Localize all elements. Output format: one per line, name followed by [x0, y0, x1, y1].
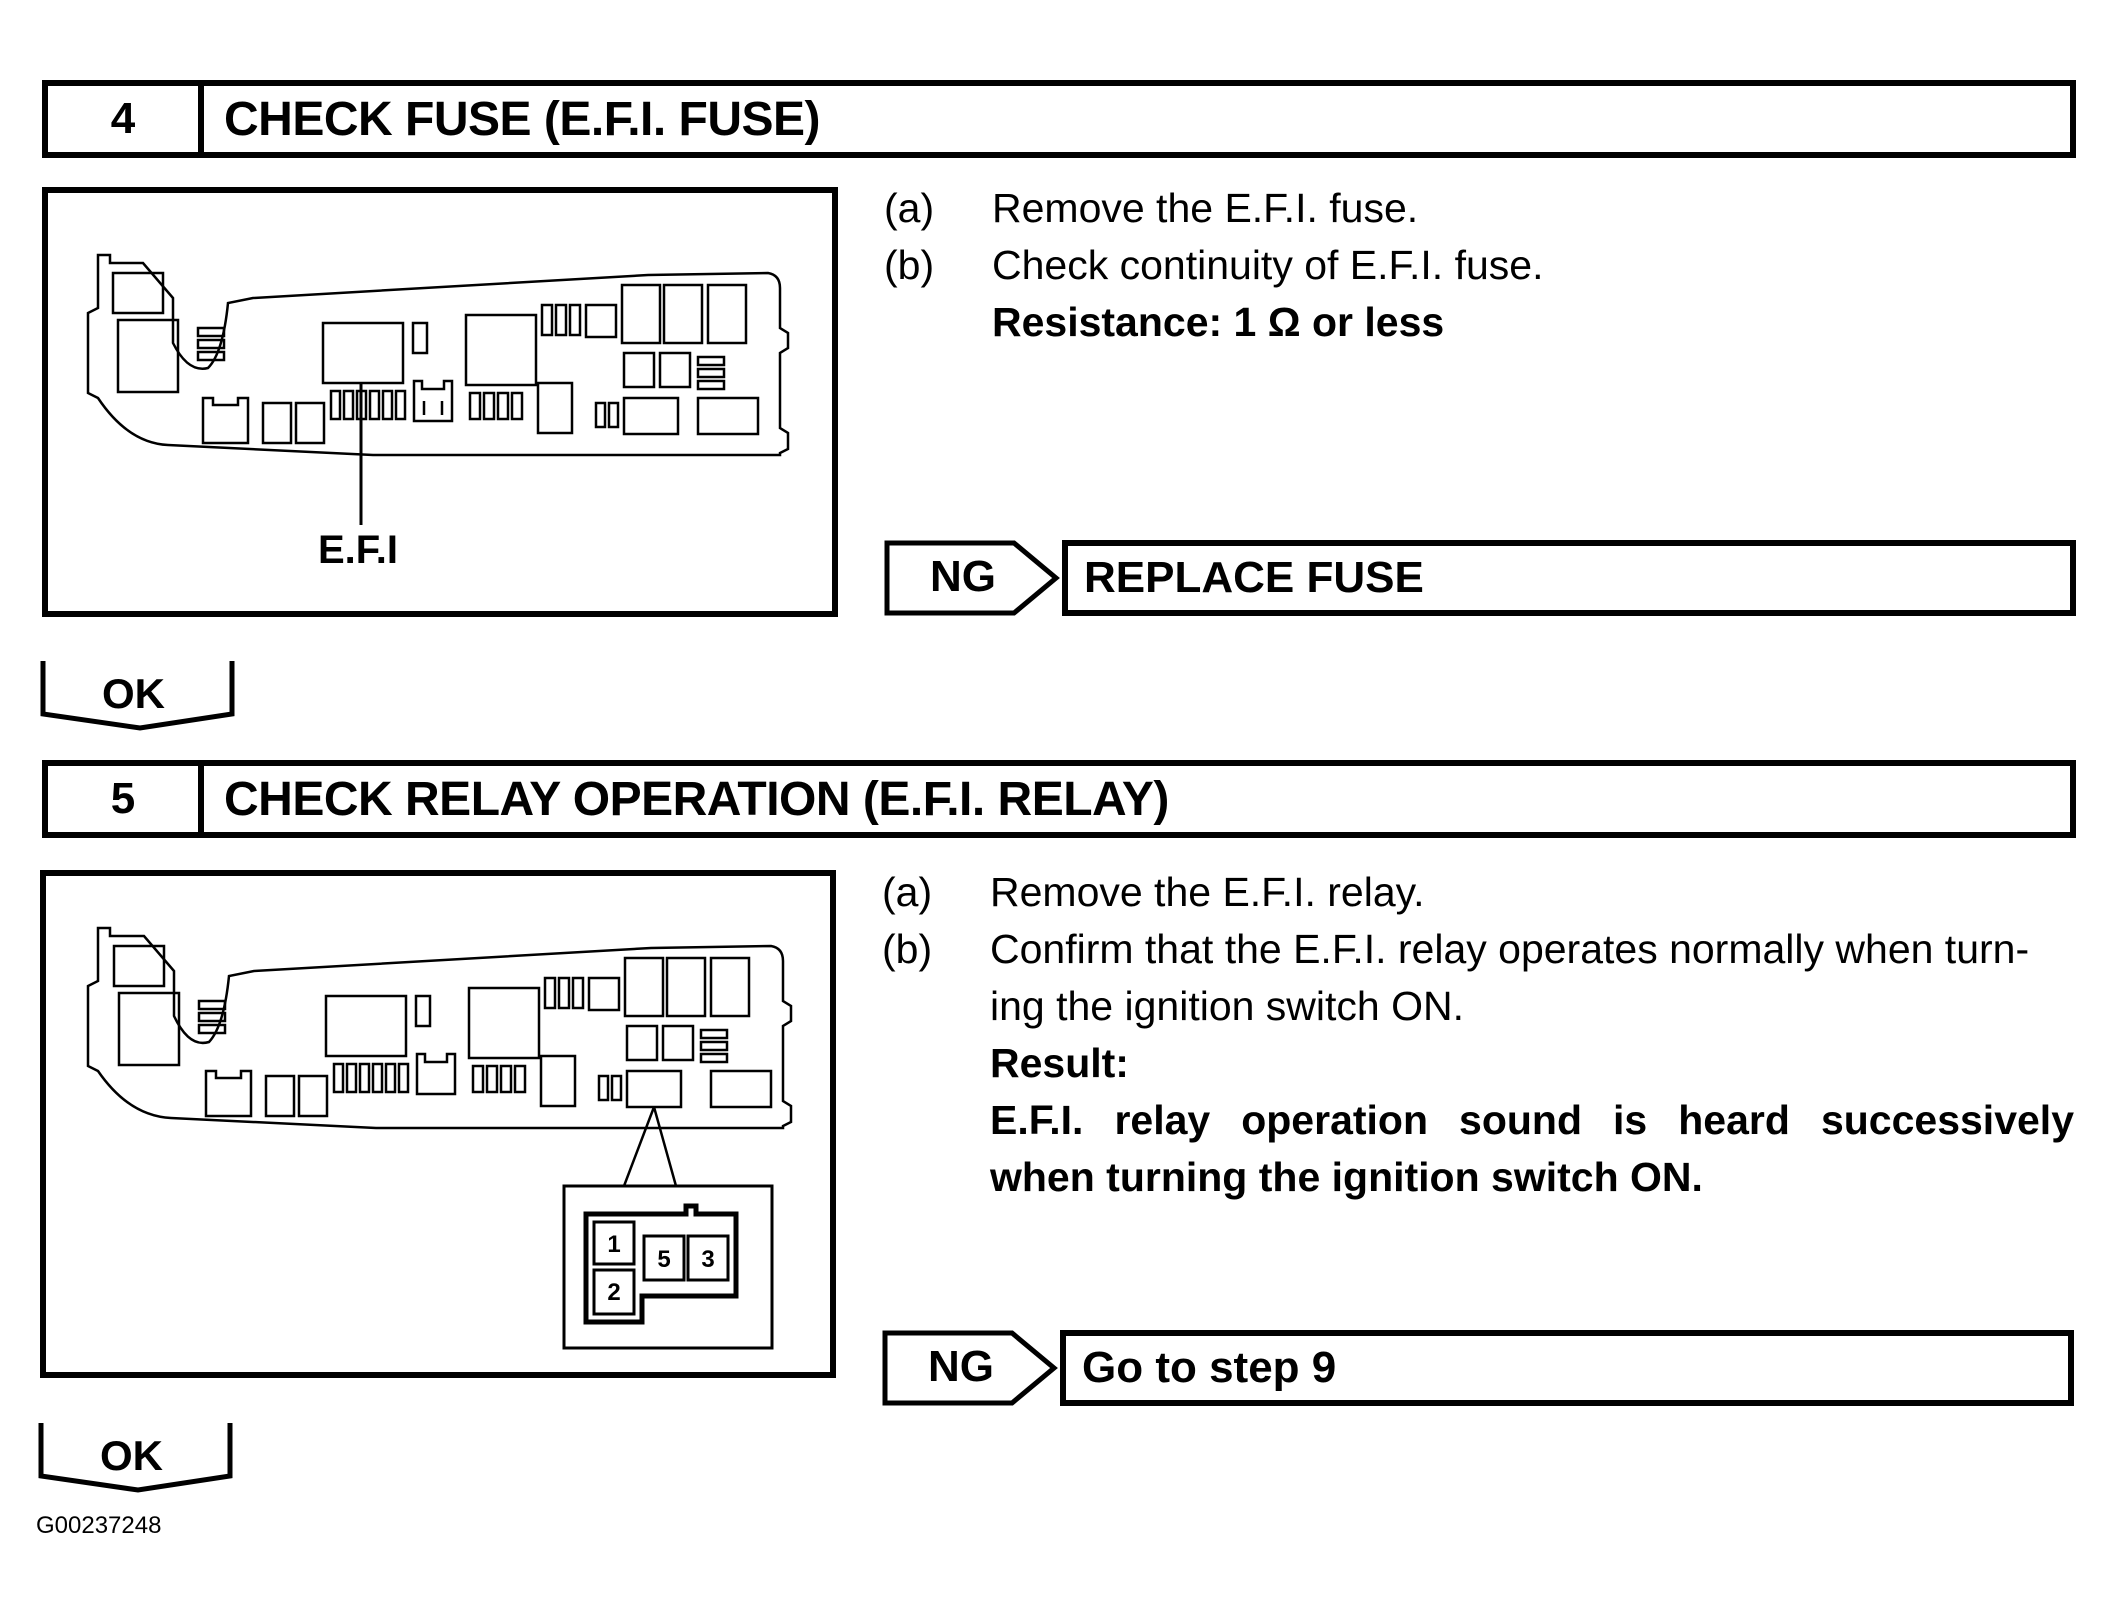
efi-fuse-label: E.F.I	[318, 528, 398, 572]
ok-arrow-icon	[40, 661, 235, 731]
step-number: 4	[48, 86, 204, 152]
fuse-block-diagram: E.F.I	[86, 253, 790, 572]
ng-action-box: REPLACE FUSE	[1062, 540, 2076, 616]
result-text: E.F.I. relay operation sound is heard su…	[990, 1097, 2074, 1143]
instruction-mark: (b)	[882, 926, 933, 972]
fuse-box-figure: E.F.I	[42, 187, 838, 617]
figure-id: G00237248	[36, 1512, 162, 1539]
instruction-mark: (b)	[884, 242, 935, 288]
ng-arrow-icon	[884, 540, 1060, 616]
relay-pin-5: 5	[657, 1246, 670, 1273]
ng-action-box: Go to step 9	[1060, 1330, 2074, 1406]
step-title: CHECK FUSE (E.F.I. FUSE)	[224, 92, 821, 146]
instruction-mark: (a)	[882, 869, 933, 915]
instruction-text: Check continuity of E.F.I. fuse.	[992, 242, 1544, 288]
step-4-header: 4 CHECK FUSE (E.F.I. FUSE)	[42, 80, 2076, 158]
step-5-header: 5 CHECK RELAY OPERATION (E.F.I. RELAY)	[42, 760, 2076, 838]
ng-arrow-icon	[882, 1330, 1058, 1406]
result-text: when turning the ignition switch ON.	[990, 1154, 1703, 1200]
ng-label: NG	[928, 1342, 994, 1391]
spec-text: Resistance: 1 Ω or less	[992, 299, 1445, 345]
step-number: 5	[48, 766, 204, 832]
instruction-text: Remove the E.F.I. fuse.	[992, 185, 1419, 231]
relay-pin-2: 2	[607, 1279, 620, 1306]
ok-label: OK	[100, 1432, 163, 1479]
relay-figure: 1 2 5 3	[40, 870, 836, 1378]
step-5-instructions: (a) Remove the E.F.I. relay. (b) Confirm…	[882, 864, 2074, 1206]
ng-label: NG	[930, 552, 996, 601]
step-4-instructions: (a) Remove the E.F.I. fuse. (b) Check co…	[884, 180, 2074, 351]
ok-arrow-icon	[38, 1423, 233, 1493]
relay-pin-1: 1	[607, 1231, 620, 1258]
step-title: CHECK RELAY OPERATION (E.F.I. RELAY)	[224, 772, 1169, 826]
relay-pin-3: 3	[701, 1246, 714, 1273]
relay-block-diagram: 1 2 5 3	[86, 926, 793, 1350]
instruction-mark: (a)	[884, 185, 935, 231]
result-label: Result:	[990, 1040, 1129, 1086]
instruction-text: Remove the E.F.I. relay.	[990, 869, 1425, 915]
instruction-text: ing the ignition switch ON.	[990, 983, 1465, 1029]
ok-label: OK	[102, 670, 165, 717]
instruction-text: Confirm that the E.F.I. relay operates n…	[990, 926, 2030, 972]
